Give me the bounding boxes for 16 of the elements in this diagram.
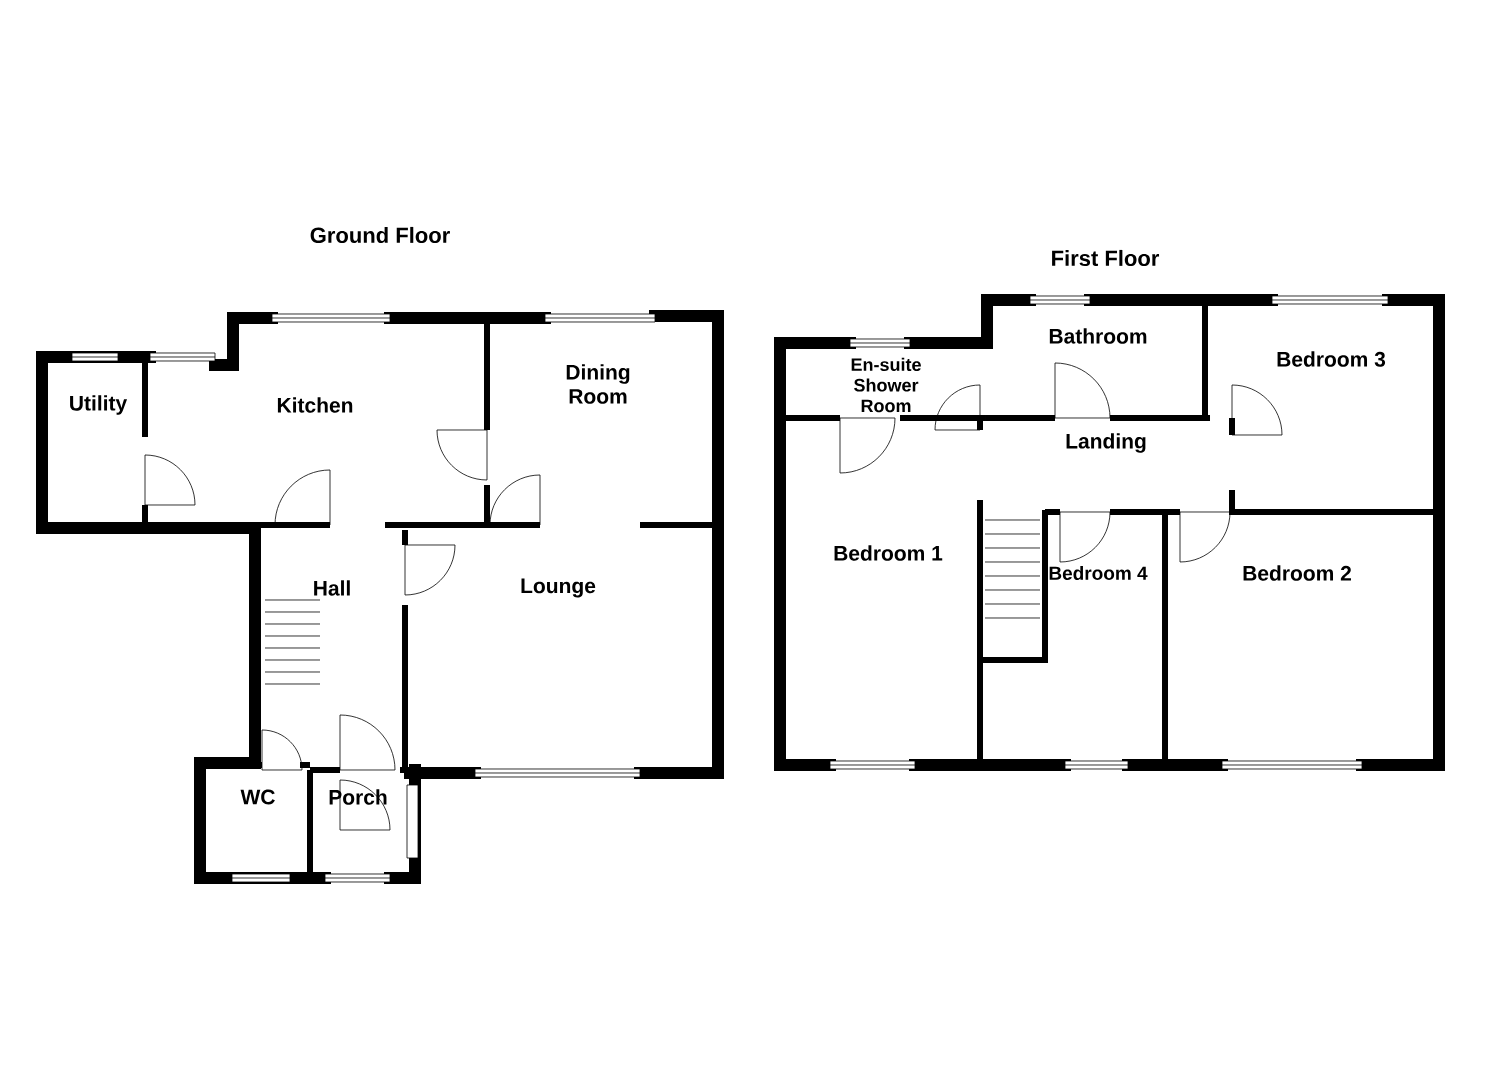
room-label: Utility	[70, 395, 128, 415]
room-label: Bedroom 4	[1049, 566, 1148, 580]
room-label: Dining Room	[566, 364, 630, 404]
room-label: Bedroom 1	[834, 545, 943, 561]
room-label: Landing	[1066, 433, 1146, 453]
room-label: Kitchen	[277, 397, 353, 413]
room-label: Bathroom	[1049, 328, 1147, 344]
room-label: WC	[240, 789, 275, 805]
room-label: Lounge	[521, 578, 596, 598]
room-label: Hall	[314, 580, 350, 596]
room-label: Bedroom 2	[1243, 565, 1351, 581]
floor-title: Ground Floor	[310, 226, 450, 244]
room-label: Porch	[329, 789, 387, 805]
room-label: Bedroom 3	[1277, 351, 1386, 367]
room-label: En-suite Shower Room	[851, 357, 921, 413]
floor-title: First Floor	[1052, 249, 1160, 267]
